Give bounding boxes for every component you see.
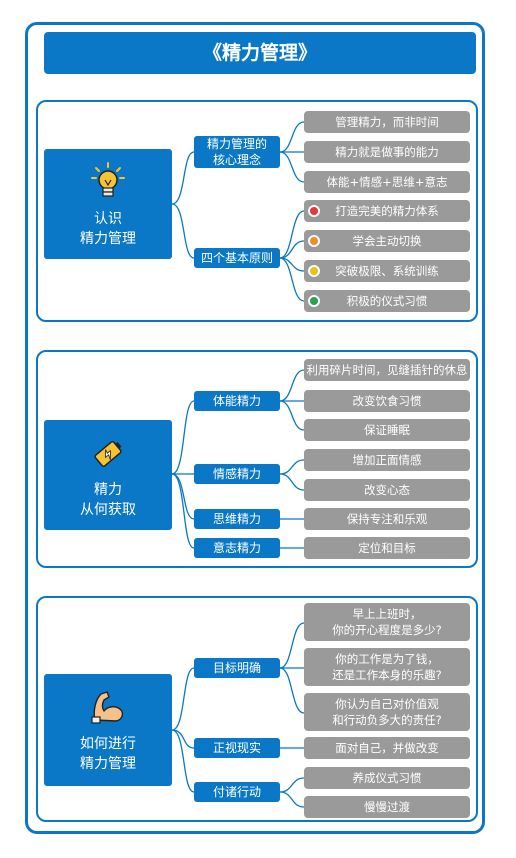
leaf-item: 精力就是做事的能力 [304,141,470,163]
branch-will-energy: 意志精力 [194,538,280,558]
leaf-item: 积极的仪式习惯 [304,290,470,312]
branch-physical-energy: 体能精力 [194,391,280,411]
branch-four-principles: 四个基本原则 [194,248,280,268]
number-1-icon [308,205,320,217]
leaf-item: 你认为自己对价值观 和行动负多大的责任? [304,693,470,731]
number-2-icon [308,235,320,247]
leaf-item: 打造完美的精力体系 [304,200,470,222]
leaf-item: 增加正面情感 [304,449,470,471]
section-node-how-to-manage: 如何进行 精力管理 [44,674,172,786]
branch-clear-goals: 目标明确 [194,658,280,678]
section-node-understand: 认识 精力管理 [44,149,172,259]
leaf-item: 体能+情感+思维+意志 [304,171,470,193]
leaf-item: 利用碎片时间，见缝插针的休息 [304,359,470,381]
leaf-item: 学会主动切换 [304,230,470,252]
branch-core-concept: 精力管理的 核心理念 [194,136,280,168]
section-label: 如何进行 精力管理 [80,736,136,772]
section-label: 精力 从何获取 [80,482,136,518]
battery-icon [94,440,122,468]
number-3-icon [308,265,320,277]
branch-take-action: 付诸行动 [194,782,280,802]
number-4-icon [308,295,320,307]
section-label: 认识 精力管理 [80,211,136,247]
leaf-item: 定位和目标 [304,537,470,559]
leaf-item: 突破极限、系统训练 [304,260,470,282]
leaf-item: 保证睡眠 [304,419,470,441]
leaf-item: 你的工作是为了钱， 还是工作本身的乐趣? [304,648,470,686]
leaf-item: 慢慢过渡 [304,796,470,818]
leaf-item: 改变心态 [304,479,470,501]
section-node-energy-source: 精力 从何获取 [44,420,172,530]
leaf-item: 养成仪式习惯 [304,767,470,789]
leaf-item: 早上上班时， 你的开心程度是多少? [304,603,470,641]
branch-face-reality: 正视现实 [194,738,280,758]
leaf-item: 改变饮食习惯 [304,390,470,412]
leaf-item: 管理精力，而非时间 [304,111,470,133]
leaf-item: 面对自己，并做改变 [304,737,470,759]
lightbulb-icon [91,162,125,197]
flexed-bicep-icon [91,691,124,724]
branch-emotional-energy: 情感精力 [194,464,280,484]
branch-mental-energy: 思维精力 [194,509,280,529]
leaf-item: 保持专注和乐观 [304,508,470,530]
page-title: 《精力管理》 [44,32,476,74]
